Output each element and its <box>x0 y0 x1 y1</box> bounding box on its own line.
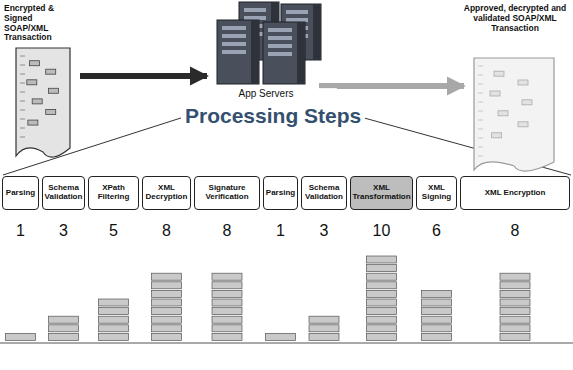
cost-bar <box>266 333 296 340</box>
step-label: Parsing <box>6 189 35 198</box>
cost-bar <box>6 333 36 340</box>
cost-number: 8 <box>210 222 244 240</box>
process-box: Parsing <box>263 176 298 210</box>
cost-number: 1 <box>264 222 298 240</box>
cost-bar <box>367 256 397 340</box>
process-box: XML Signing <box>416 176 457 210</box>
heading: Processing Steps <box>181 104 365 128</box>
process-box: XML Encryption <box>460 176 570 210</box>
cost-bar <box>422 290 452 340</box>
step-label: XPath Filtering <box>91 184 136 202</box>
process-box: Signature Verification <box>194 176 260 210</box>
cost-number: 8 <box>150 222 184 240</box>
server-icon <box>195 0 337 90</box>
cost-bar <box>99 299 129 340</box>
step-label: Parsing <box>266 189 295 198</box>
step-label: Signature Verification <box>197 184 257 202</box>
process-box: XPath Filtering <box>88 176 139 210</box>
step-label: XML Decryption <box>145 184 188 202</box>
cost-bar <box>49 316 79 340</box>
document-label: Encrypted & Signed SOAP/XML Transaction <box>4 4 78 43</box>
step-label: Schema Validation <box>45 184 83 202</box>
flow-arrow <box>80 73 207 79</box>
document-icon <box>460 54 570 180</box>
server-label: App Servers <box>195 88 337 99</box>
cost-number: 6 <box>420 222 454 240</box>
cost-number: 5 <box>97 222 131 240</box>
cost-bar <box>212 273 242 340</box>
process-box: Schema Validation <box>42 176 85 210</box>
step-label: Schema Validation <box>304 184 344 202</box>
document-node: Approved, decrypted and validated SOAP/X… <box>460 4 570 180</box>
baseline <box>0 343 573 344</box>
cost-number: 3 <box>47 222 81 240</box>
server-node: App Servers <box>195 0 337 112</box>
bar-chart <box>6 256 531 340</box>
cost-bar <box>309 316 339 340</box>
document-label: Approved, decrypted and validated SOAP/X… <box>460 4 570 33</box>
flow-arrow <box>319 83 464 89</box>
cost-bar <box>152 273 182 340</box>
process-box: XML Decryption <box>142 176 191 210</box>
cost-number: 8 <box>498 222 532 240</box>
document-icon <box>4 44 78 166</box>
step-label: XML Transformation <box>352 184 410 202</box>
cost-bar <box>500 273 530 340</box>
process-box: XML Transformation <box>350 176 413 210</box>
cost-number: 10 <box>365 222 399 240</box>
step-label: XML Signing <box>419 184 454 202</box>
cost-number: 3 <box>307 222 341 240</box>
document-node: Encrypted & Signed SOAP/XML Transaction <box>4 4 78 166</box>
process-box: Schema Validation <box>301 176 347 210</box>
step-label: XML Encryption <box>485 189 546 198</box>
process-box: Parsing <box>2 176 39 210</box>
cost-number: 1 <box>4 222 38 240</box>
